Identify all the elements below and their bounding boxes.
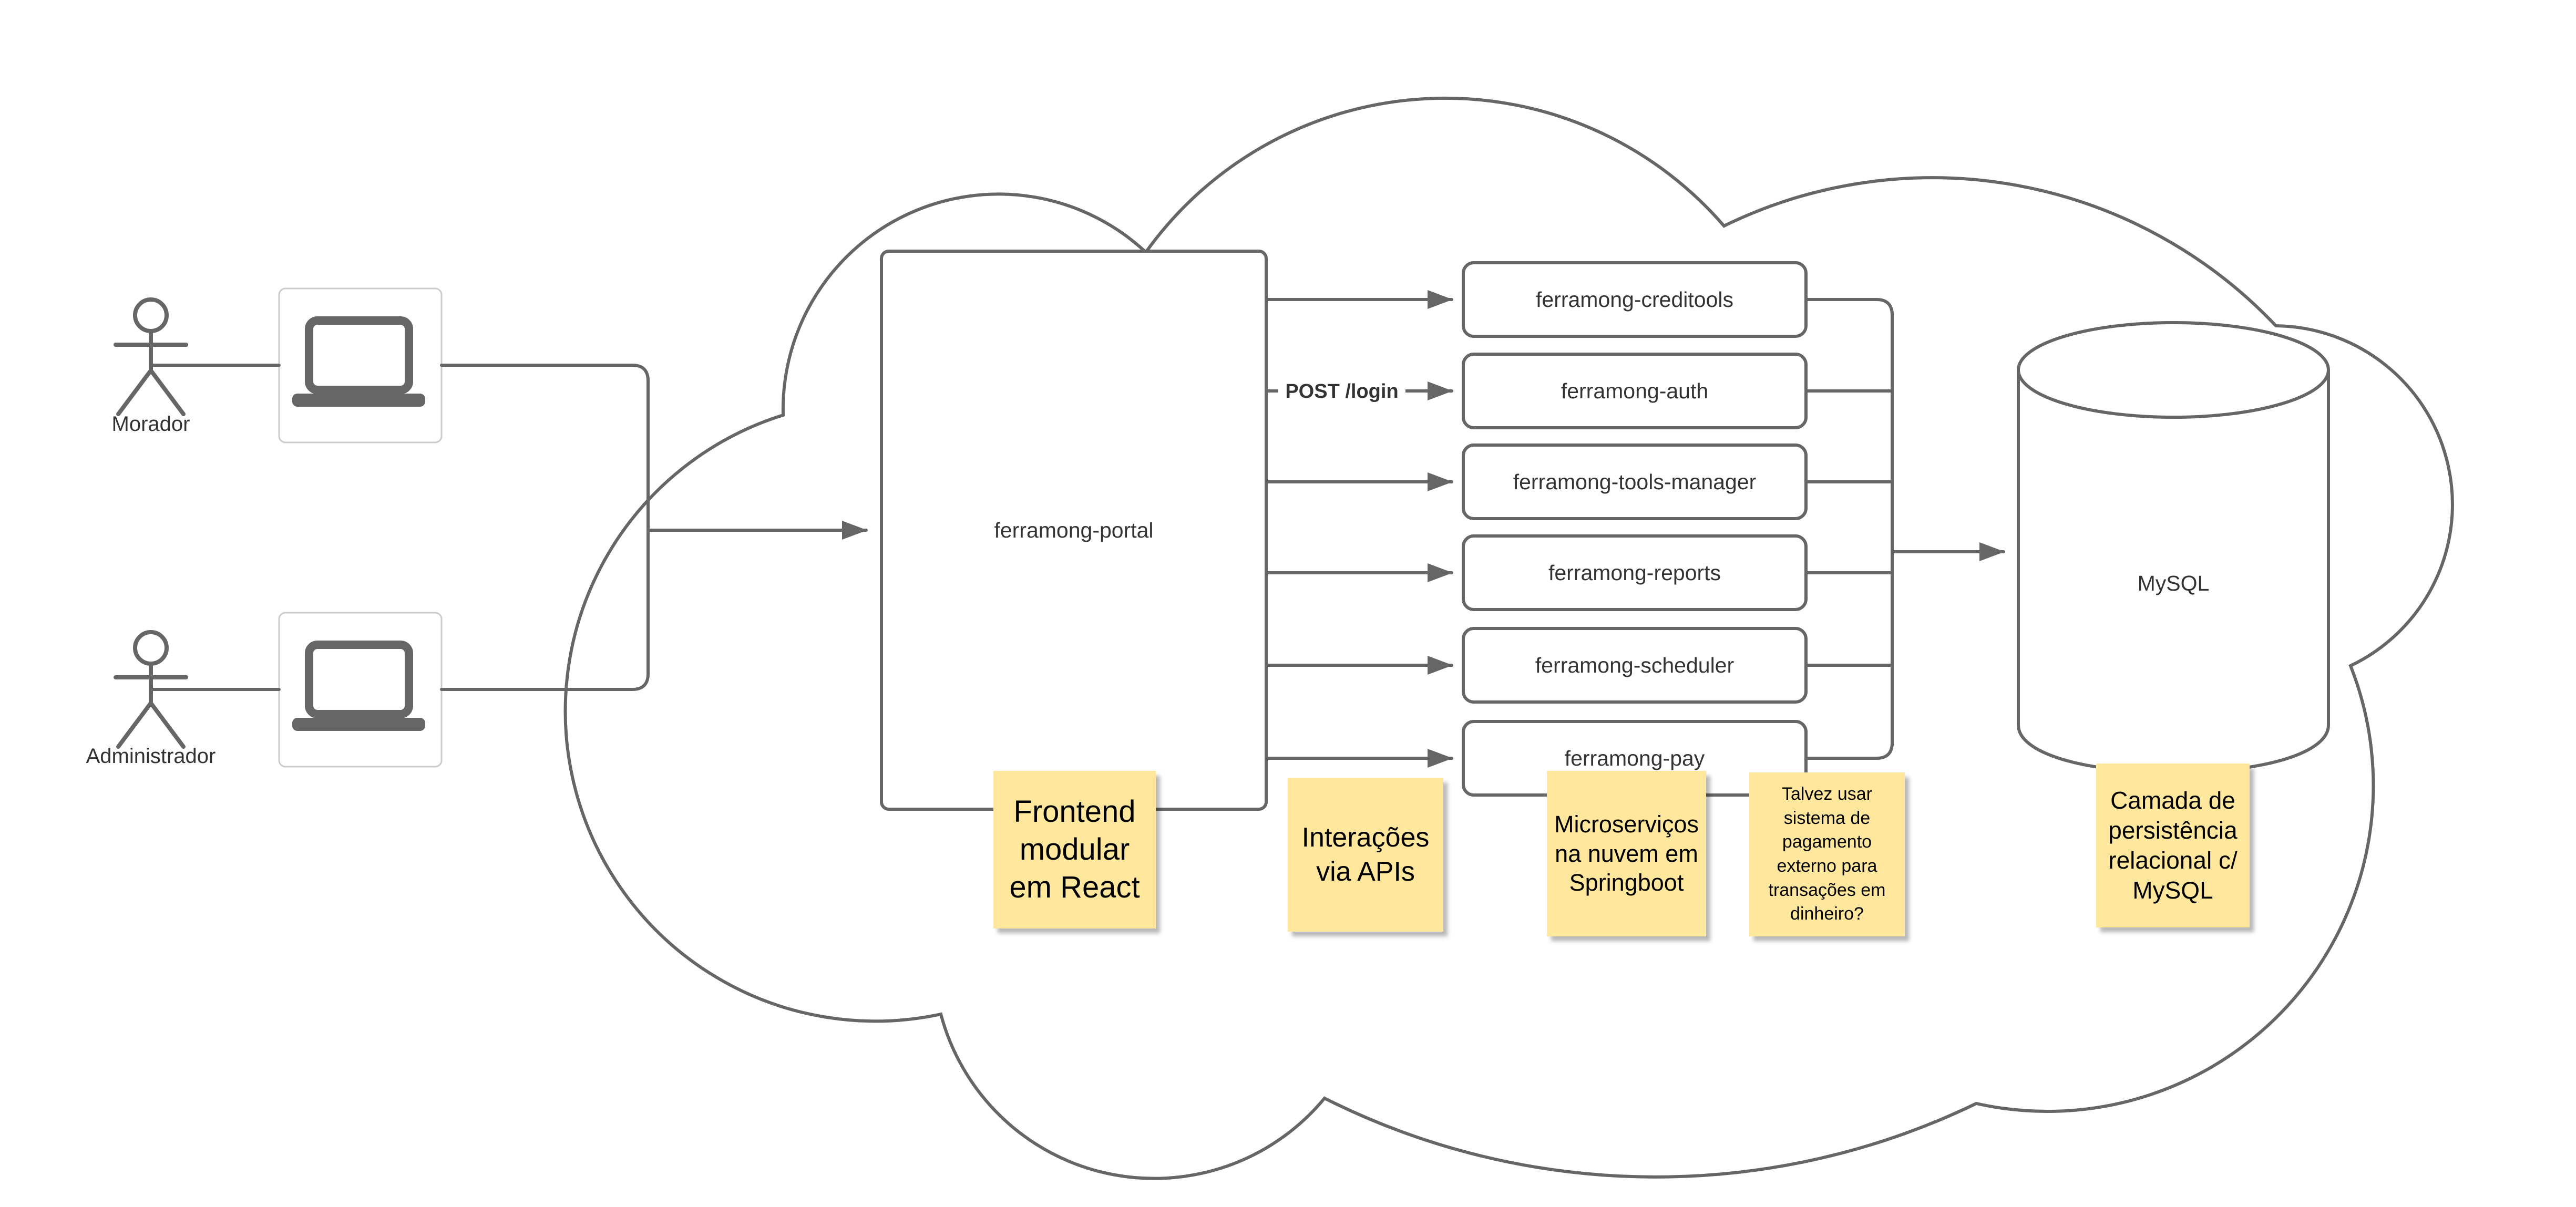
node-ferramong-tools-manager: ferramong-tools-manager (1462, 443, 1808, 520)
actor-morador: Morador (112, 297, 190, 436)
service-label: ferramong-auth (1561, 379, 1708, 403)
service-label: ferramong-pay (1565, 746, 1705, 770)
note-microservicos-springboot: Microserviços na nuvem em Springboot (1547, 771, 1706, 936)
node-ferramong-reports: ferramong-reports (1462, 534, 1808, 611)
note-interacoes-apis: Interações via APIs (1288, 778, 1443, 932)
edge-post-login-label: POST /login (1285, 380, 1398, 403)
node-ferramong-creditools: ferramong-creditools (1462, 261, 1808, 338)
actor-head-icon (133, 297, 169, 333)
laptop-administrador (278, 612, 443, 768)
actor-leg-icon (149, 368, 186, 416)
actor-administrador-label: Administrador (86, 745, 216, 768)
laptop-base-icon (292, 394, 425, 407)
note-pagamento-externo: Talvez usar sistema de pagamento externo… (1749, 772, 1905, 936)
note-persistencia-mysql: Camada de persistência relacional c/ MyS… (2096, 764, 2250, 927)
node-ferramong-scheduler: ferramong-scheduler (1462, 627, 1808, 704)
actor-leg-icon (116, 368, 153, 416)
actor-head-icon (133, 630, 169, 666)
node-ferramong-portal: ferramong-portal (880, 250, 1268, 811)
note-frontend-react: Frontend modular em React (993, 771, 1156, 929)
laptop-base-icon (292, 718, 425, 731)
mysql-label: MySQL (2138, 571, 2210, 595)
portal-label: ferramong-portal (994, 518, 1153, 542)
edge-label-bg (1278, 375, 1405, 406)
service-label: ferramong-creditools (1536, 287, 1733, 312)
actor-morador-label: Morador (112, 412, 190, 436)
laptop-morador (278, 287, 443, 443)
laptop-screen-icon (305, 316, 413, 394)
node-ferramong-auth: ferramong-auth (1462, 353, 1808, 429)
service-label: ferramong-tools-manager (1513, 470, 1757, 494)
service-label: ferramong-scheduler (1535, 653, 1734, 677)
database-cylinder-top-icon (2017, 321, 2330, 419)
node-mysql: MySQL (2017, 321, 2330, 775)
actor-leg-icon (116, 701, 153, 749)
service-label: ferramong-reports (1548, 561, 1721, 585)
actor-leg-icon (149, 701, 186, 749)
laptop-screen-icon (305, 641, 413, 718)
edge-clients-junction (440, 364, 650, 691)
actor-administrador: Administrador (86, 630, 216, 768)
